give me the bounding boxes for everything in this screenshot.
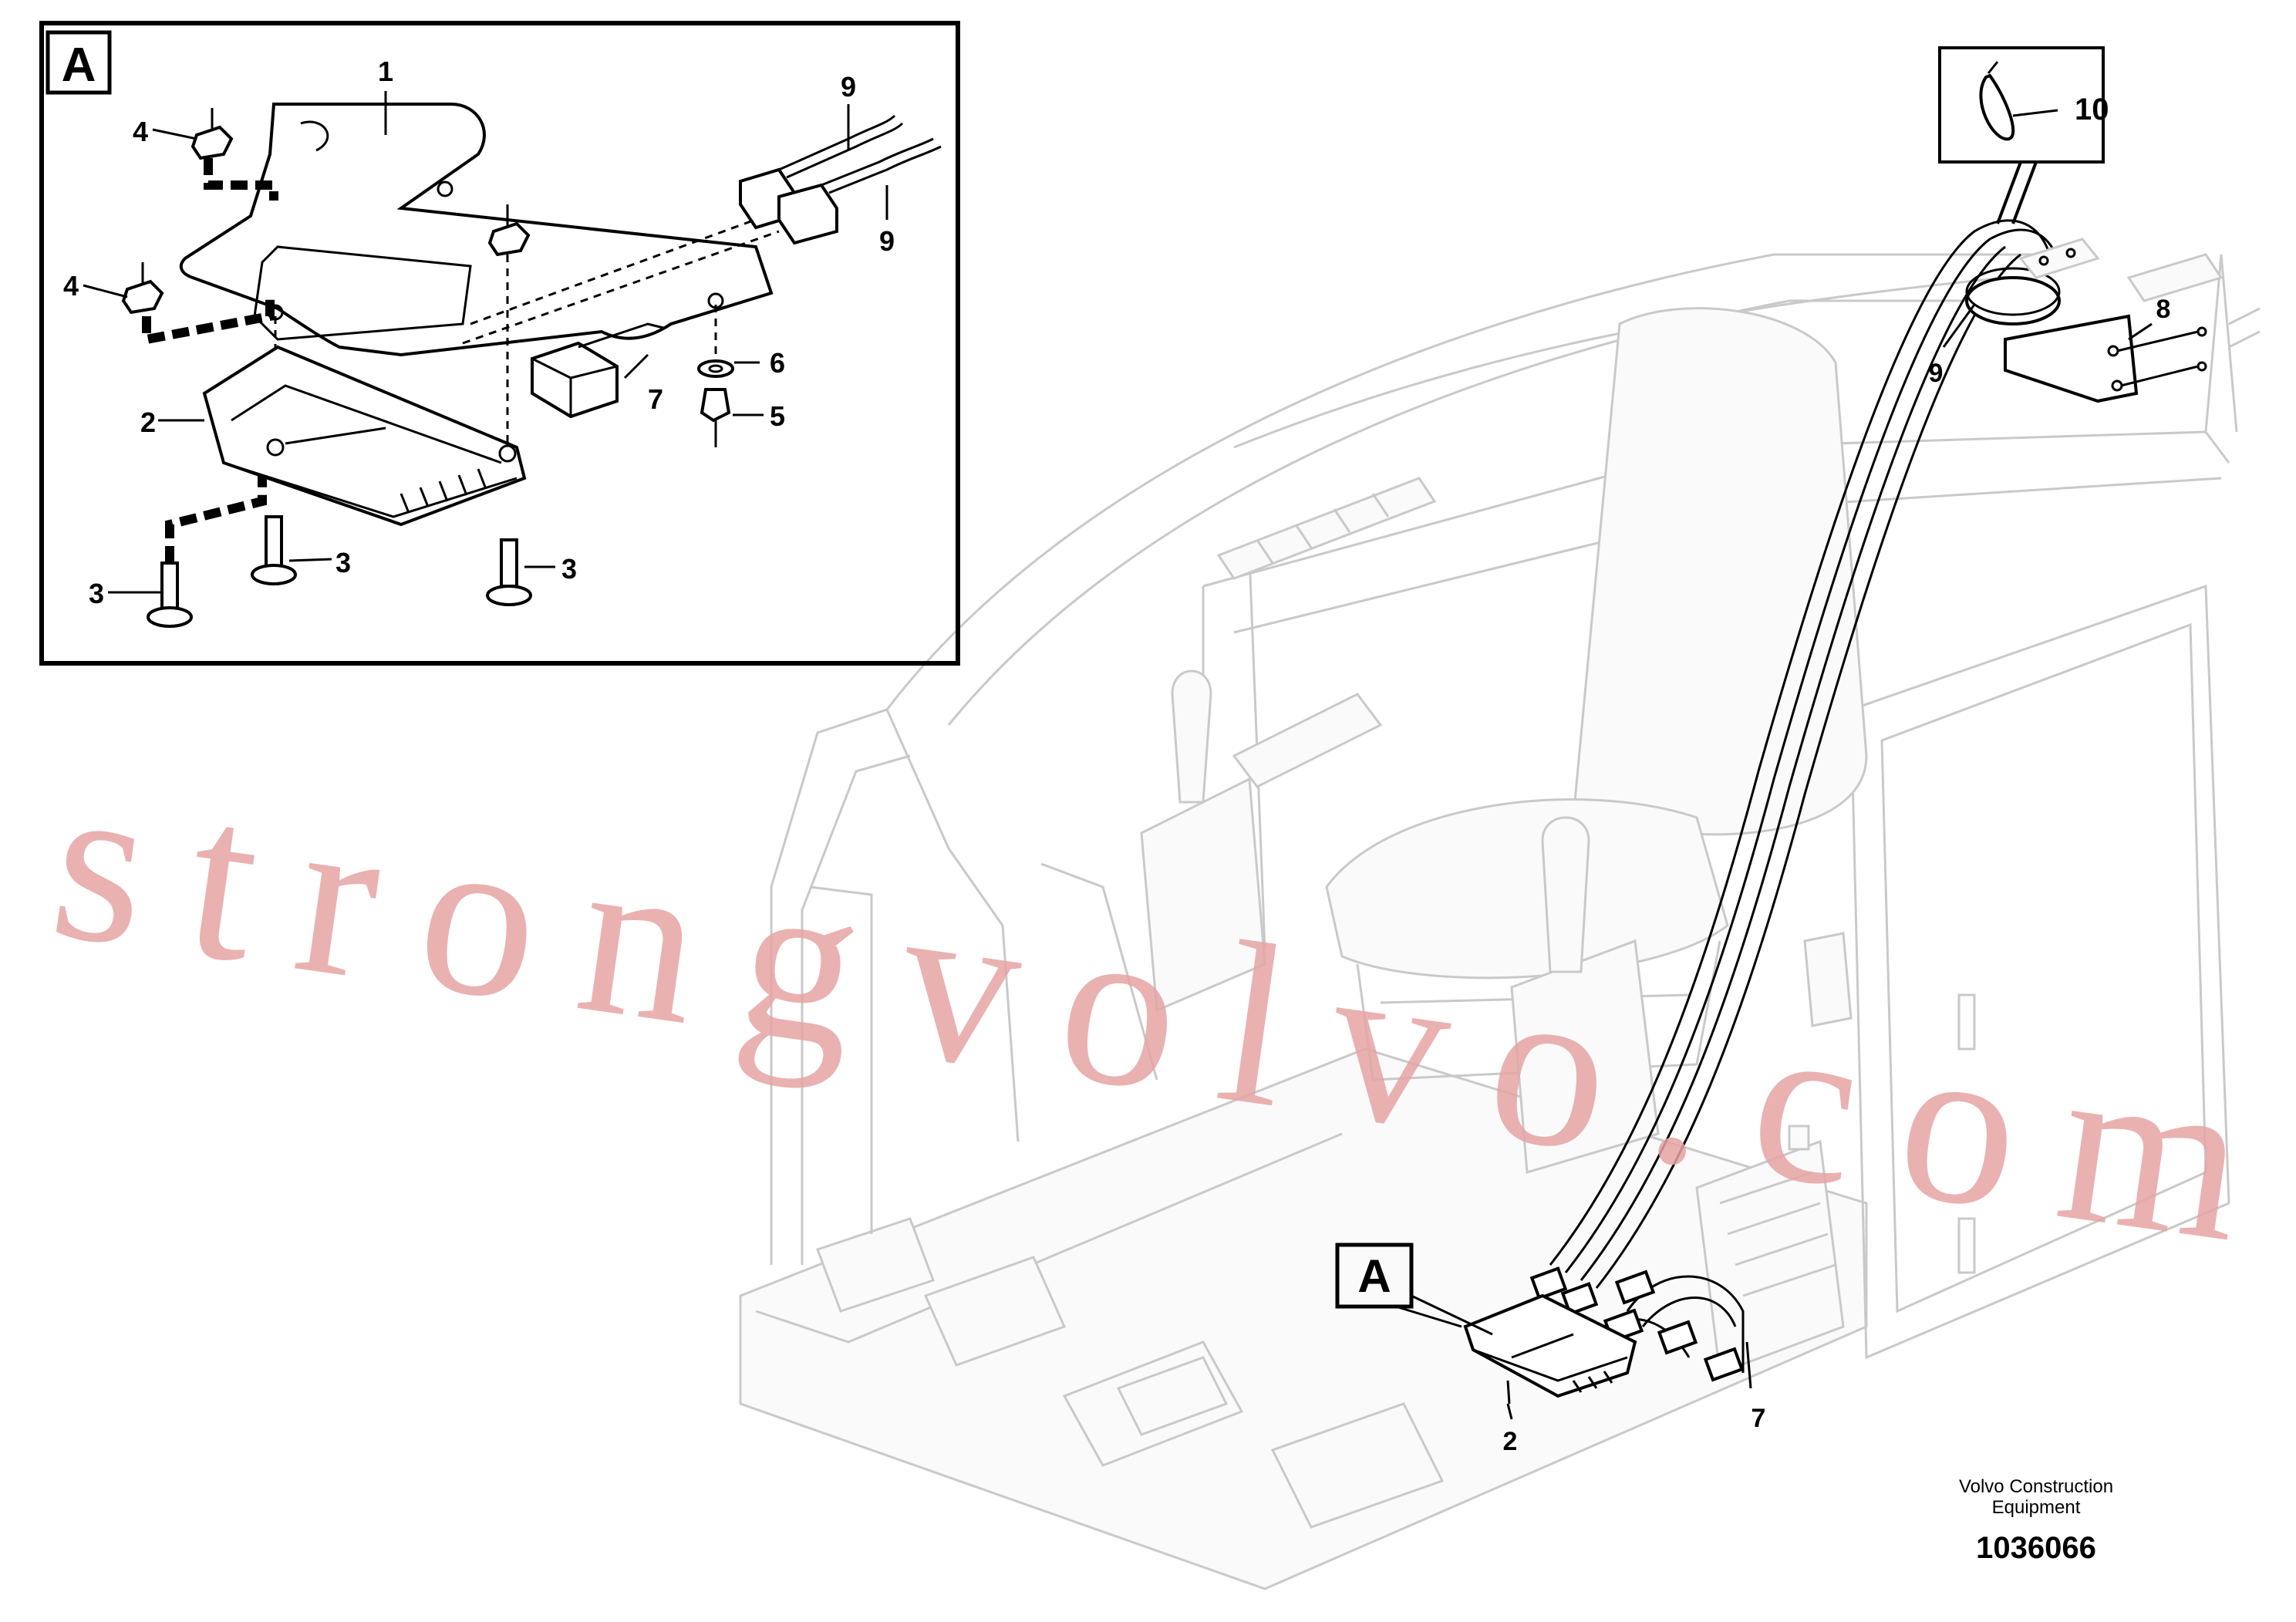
detail-view-a: A <box>39 21 960 666</box>
detail-label: A <box>62 39 96 92</box>
detail-callout-3c: 3 <box>561 553 577 585</box>
detail-callout-4a: 4 <box>133 116 148 147</box>
screw-a <box>147 561 193 628</box>
screw-b <box>251 515 297 585</box>
brand-line-1: Volvo Construction <box>1959 1476 2113 1497</box>
detail-callout-1: 1 <box>378 56 393 87</box>
detail-label-box <box>46 30 112 95</box>
cable-tie-inset <box>1938 46 2105 224</box>
drawing-number: 1036066 <box>1976 1531 2096 1565</box>
cab-callout-8: 8 <box>2156 295 2171 324</box>
detail-callout-9b: 9 <box>879 225 895 257</box>
callout-a-box: A <box>1335 1243 1414 1309</box>
cab-outline <box>739 253 2261 1590</box>
detail-callout-3a: 3 <box>89 578 104 609</box>
cab-control-module <box>1463 1293 1637 1398</box>
brand-line-2: Equipment <box>1992 1497 2081 1518</box>
detail-callout-7: 7 <box>648 383 663 415</box>
callout-a-leader <box>1395 1305 1462 1328</box>
cab-leaders <box>1411 304 2153 1420</box>
callout-a-label: A <box>1357 1250 1391 1302</box>
detail-callout-3b: 3 <box>335 547 351 578</box>
detail-callout-2: 2 <box>140 406 156 438</box>
nut-center <box>487 204 531 257</box>
cab-callout-7: 7 <box>1752 1404 1766 1433</box>
detail-callout-6: 6 <box>770 347 785 379</box>
detail-callout-9a: 9 <box>841 71 856 103</box>
detail-frame <box>39 21 960 666</box>
detail-callout-4b: 4 <box>63 270 79 302</box>
nut-upper <box>190 108 234 160</box>
bolt <box>700 388 731 423</box>
detail-callout-5: 5 <box>770 400 785 432</box>
cab-bracket <box>2004 238 2207 403</box>
screw-c <box>486 538 532 606</box>
cab-grommet <box>1965 267 2061 325</box>
washer <box>697 359 734 378</box>
nut-lower <box>121 262 164 315</box>
cab-callout-9: 9 <box>1929 359 1944 388</box>
cab-callout-2: 2 <box>1503 1427 1518 1456</box>
cab-callout-10: 10 <box>2075 93 2109 126</box>
